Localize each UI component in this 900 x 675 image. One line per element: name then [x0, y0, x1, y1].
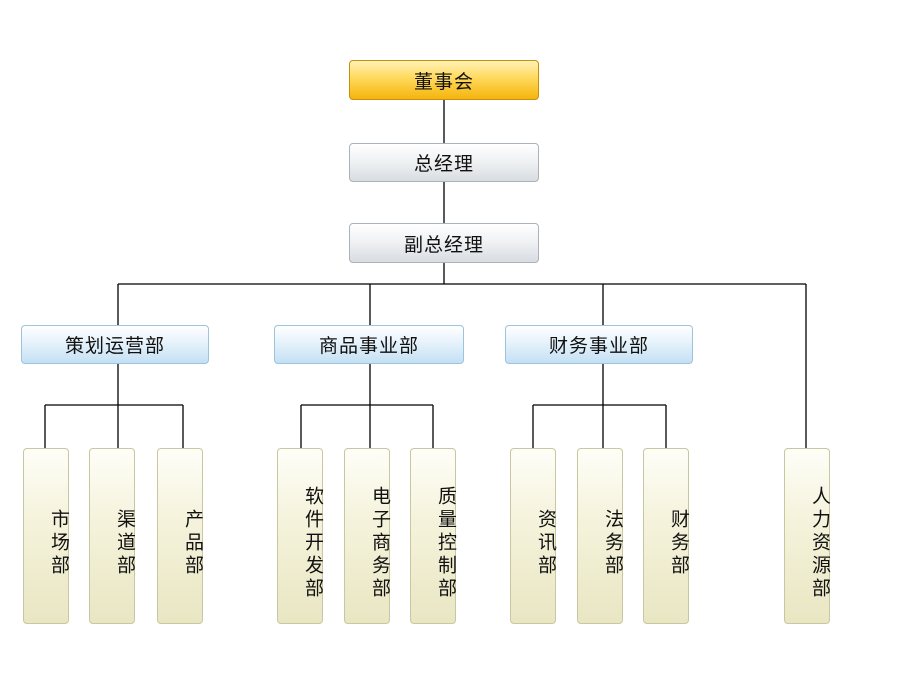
department-legal: 法务部: [577, 448, 624, 624]
department-channels: 渠道部: [89, 448, 136, 624]
department-products: 产品部: [157, 448, 204, 624]
division-finance: 财务事业部: [505, 325, 693, 364]
deputy-general-manager-box: 副总经理: [349, 223, 539, 263]
department-software-development: 软件开发部: [277, 448, 324, 624]
general-manager-box: 总经理: [349, 143, 539, 182]
department-marketing: 市场部: [23, 448, 70, 624]
division-planning-operations: 策划运营部: [21, 325, 209, 364]
board-box: 董事会: [349, 60, 539, 100]
department-quality-control: 质量控制部: [410, 448, 457, 624]
department-human-resources: 人力资源部: [784, 448, 831, 624]
department-information: 资讯部: [510, 448, 557, 624]
division-merchandise: 商品事业部: [274, 325, 464, 364]
department-finance: 财务部: [643, 448, 690, 624]
department-ecommerce: 电子商务部: [344, 448, 391, 624]
